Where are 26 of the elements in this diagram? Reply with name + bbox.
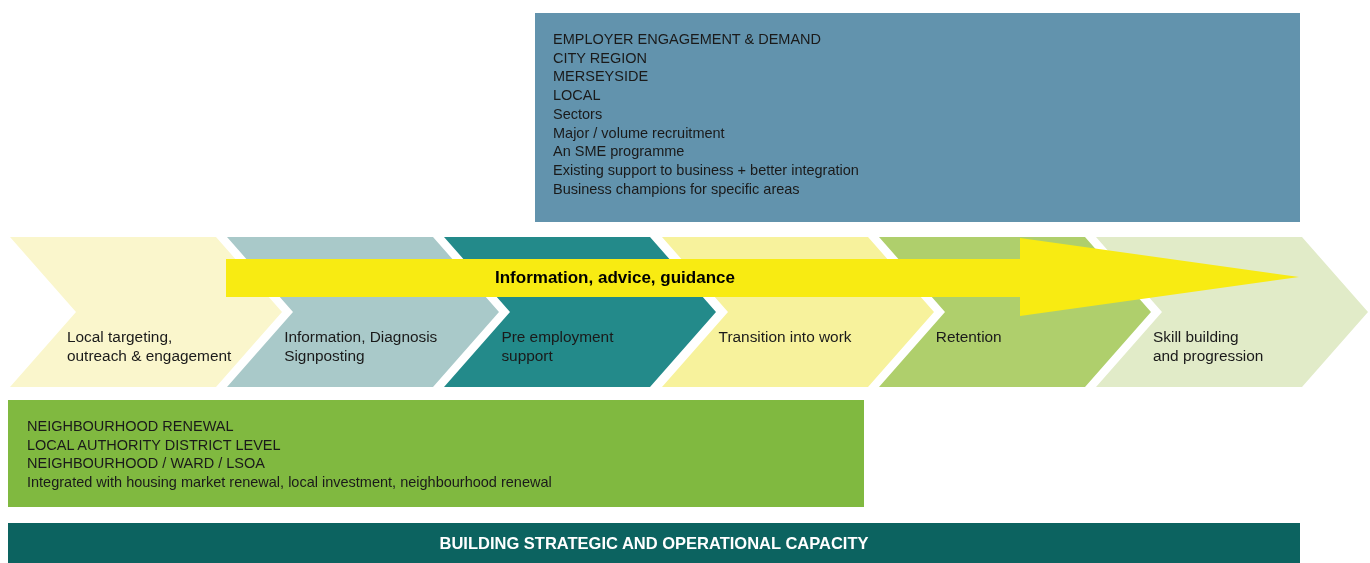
arrow-shaft bbox=[226, 259, 1021, 297]
stage-label: Pre employment support bbox=[501, 327, 615, 365]
stage-label: Local targeting, outreach & engagement bbox=[67, 327, 232, 365]
panel-text: LOCAL bbox=[553, 86, 602, 105]
stage-label: Retention bbox=[935, 327, 1003, 346]
panel-text: Business champions for specific areas bbox=[553, 179, 801, 199]
info-panel bbox=[8, 400, 864, 507]
stage-panel bbox=[10, 237, 282, 387]
panel-text: LOCAL AUTHORITY DISTRICT LEVEL bbox=[27, 435, 282, 454]
stage-label: Skill building and progression bbox=[1153, 327, 1265, 365]
panel-text: MERSEYSIDE bbox=[553, 67, 650, 87]
panel-text: EMPLOYER ENGAGEMENT & DEMAND bbox=[553, 30, 823, 49]
stage-label: Information, Diagnosis Signposting bbox=[284, 327, 439, 365]
panel-text: Major / volume recruitment bbox=[553, 123, 726, 143]
stage-label: Transition into work bbox=[718, 327, 853, 346]
arrow-label: Information, advice, guidance bbox=[495, 267, 735, 289]
panel-text: Sectors bbox=[553, 104, 604, 124]
bar-title: BUILDING STRATEGIC AND OPERATIONAL CAPACITY bbox=[438, 533, 870, 554]
panel-text: NEIGHBOURHOOD RENEWAL bbox=[27, 417, 235, 436]
panel-text: Existing support to business + better integration bbox=[553, 160, 860, 180]
panel-text: CITY REGION bbox=[553, 48, 648, 68]
panel-text: An SME programme bbox=[553, 142, 686, 161]
panel-text: Integrated with housing market renewal, local investment, neighbourhood renewal bbox=[27, 472, 553, 491]
capacity-bar bbox=[8, 523, 1300, 563]
panel-text: NEIGHBOURHOOD / WARD / LSOA bbox=[27, 454, 266, 473]
info-panel bbox=[535, 13, 1300, 222]
